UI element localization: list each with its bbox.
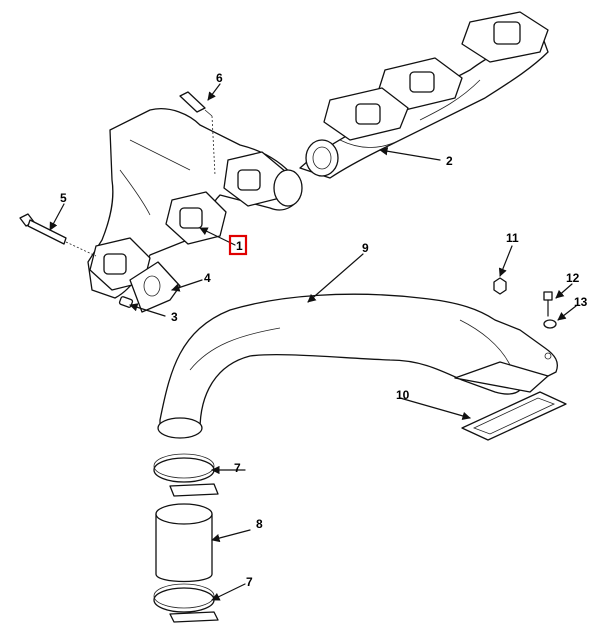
callout-4: 4 [204, 271, 211, 285]
hose-clamp-upper [153, 453, 219, 497]
leader-lines [49, 83, 577, 601]
callout-10: 10 [396, 388, 410, 402]
callout-5: 5 [60, 191, 67, 205]
crossover-pipe [157, 293, 559, 439]
flange-nut [493, 277, 507, 295]
hose-clamp-lower [153, 583, 219, 623]
manifold-bolt-top [179, 91, 216, 176]
callout-6: 6 [216, 71, 223, 85]
manifold-stud [118, 296, 134, 308]
callout-7-lower: 7 [246, 575, 253, 589]
callout-3: 3 [171, 310, 178, 324]
callout-1-highlight [228, 234, 248, 256]
callout-1: 1 [236, 239, 243, 253]
callout-13: 13 [574, 295, 588, 309]
callout-2: 2 [446, 154, 453, 168]
callout-8: 8 [256, 517, 263, 531]
manifold-gasket [129, 261, 181, 313]
callout-7-upper: 7 [234, 461, 241, 475]
coupling-sleeve [155, 503, 213, 583]
callout-12: 12 [566, 271, 580, 285]
callout-11: 11 [506, 231, 519, 245]
pipe-flange-gasket [461, 391, 567, 441]
manifold-bolt-long [19, 213, 97, 257]
front-exhaust-manifold [87, 108, 303, 299]
flange-bolt [543, 291, 553, 317]
callout-labels: 6 1 2 3 4 5 7 8 7 9 10 11 12 13 [60, 71, 588, 589]
rear-exhaust-manifold [299, 11, 549, 179]
flange-washer [543, 319, 557, 329]
callout-9: 9 [362, 241, 369, 255]
